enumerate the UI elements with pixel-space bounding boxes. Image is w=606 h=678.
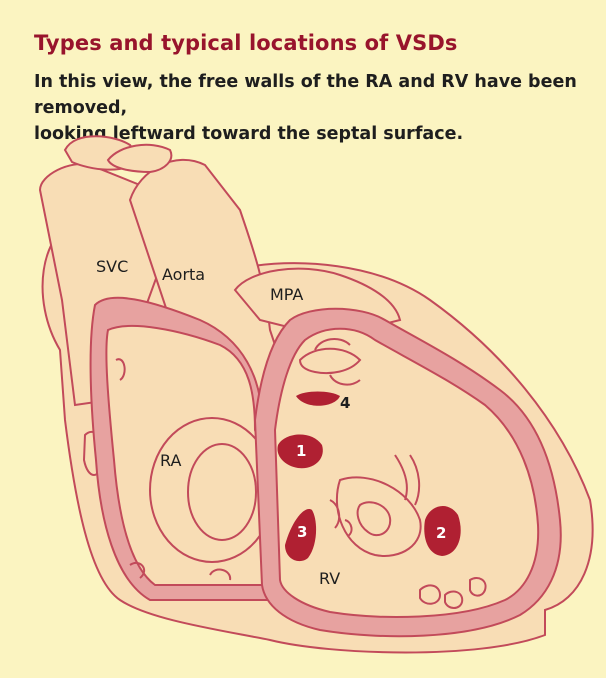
defect-2-number: 2 [436,524,446,542]
label-aorta: Aorta [162,265,205,284]
label-svc: SVC [96,257,128,276]
label-rv: RV [319,569,340,588]
defect-3-number: 3 [297,523,307,541]
label-ra: RA [160,451,181,470]
label-mpa: MPA [270,285,303,304]
defect-4-number: 4 [340,394,350,412]
defect-1-number: 1 [296,442,306,460]
